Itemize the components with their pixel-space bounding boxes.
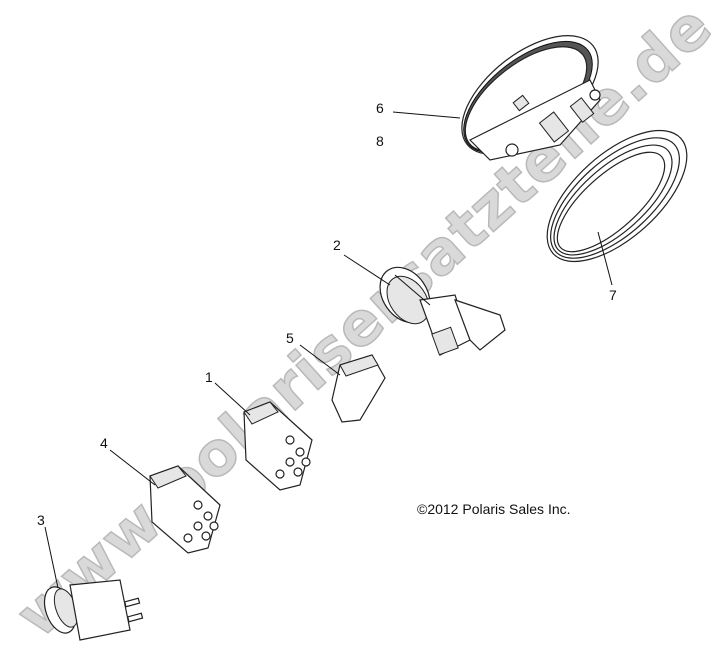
callout-3: 3 — [37, 512, 45, 528]
callout-7: 7 — [609, 287, 617, 303]
part-3-power-outlet — [43, 579, 144, 641]
leader-3 — [44, 526, 59, 589]
part-7-seal-ring — [546, 129, 688, 263]
part-2-ignition-switch — [379, 266, 506, 356]
callout-6: 6 — [376, 100, 384, 116]
leader-1 — [214, 382, 251, 416]
leader-2 — [343, 254, 391, 286]
copyright-text: ©2012 Polaris Sales Inc. — [417, 501, 571, 517]
callout-5: 5 — [286, 330, 294, 346]
leader-5 — [299, 344, 341, 376]
callout-2: 2 — [333, 237, 341, 253]
part-5-blank-plug — [331, 354, 386, 423]
part-6-gauge-housing — [461, 35, 601, 161]
part-4-rocker-switch — [149, 465, 221, 554]
callout-4: 4 — [100, 435, 108, 451]
watermark-text: www.polarisersatzteile.de — [3, 0, 720, 651]
callout-1: 1 — [205, 369, 213, 385]
leader-7 — [597, 231, 613, 286]
part-1-rocker-switch — [243, 401, 313, 491]
leader-6 — [392, 111, 461, 119]
callout-8: 8 — [376, 133, 384, 149]
leader-4 — [109, 449, 156, 486]
